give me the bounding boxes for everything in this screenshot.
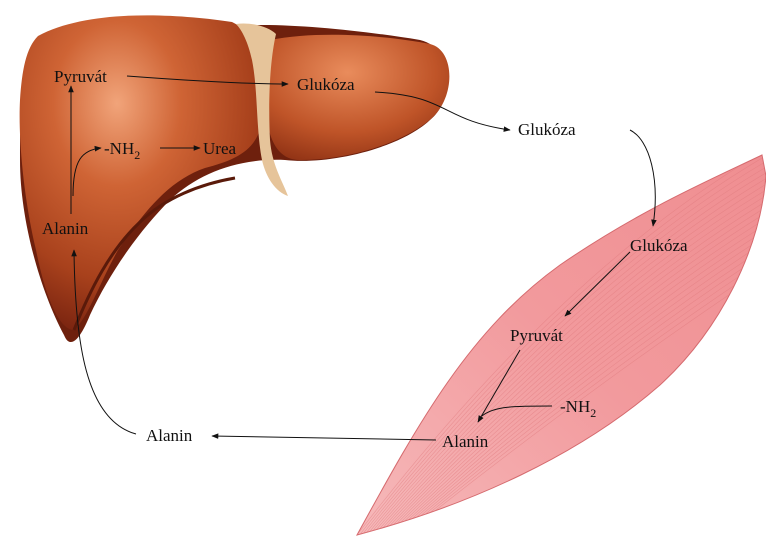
liver-glucose-label: Glukóza [297,75,355,94]
liver-alanine-label: Alanin [42,219,89,238]
blood-glucose-label: Glukóza [518,120,576,139]
liver-left-lobe [264,35,449,160]
liver-urea-label: Urea [203,139,236,158]
blood-alanine-label: Alanin [146,426,193,445]
liver-pyruvate-label: Pyruvát [54,67,107,86]
muscle-pyruvate-label: Pyruvát [510,326,563,345]
muscle-alanine-label: Alanin [442,432,489,451]
muscle-glucose-label: Glukóza [630,236,688,255]
liver-right-lobe [20,15,263,330]
arrow-muscle-alanine-to-blood [212,436,436,440]
liver-illustration [20,15,450,342]
